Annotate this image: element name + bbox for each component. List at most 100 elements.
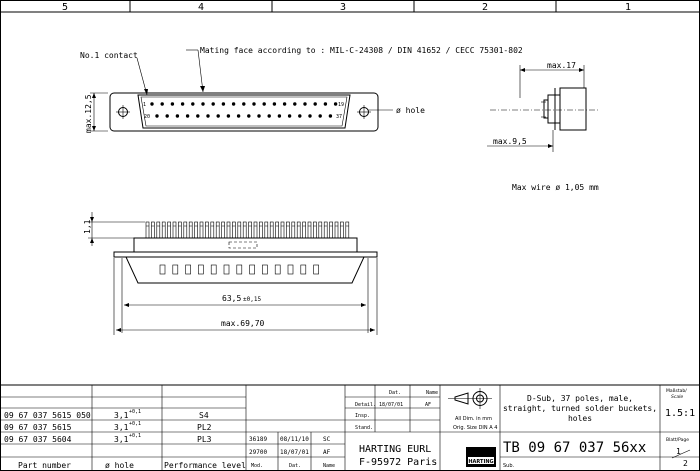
description-line-2: straight, turned solder buckets,: [503, 404, 657, 413]
pin: [277, 114, 282, 118]
solder-bucket: [280, 221, 285, 239]
pin: [216, 114, 220, 118]
pin: [191, 102, 195, 106]
solder-bucket: [151, 221, 155, 239]
solder-bucket: [253, 221, 258, 239]
approval-detail: Detail.: [355, 402, 376, 408]
rev-2-date: 18/07/01: [280, 449, 309, 456]
pin: [313, 102, 317, 106]
sheet-label: Blatt/Page: [666, 437, 689, 443]
solder-bucket: [334, 221, 339, 239]
solder-bucket: [199, 221, 204, 239]
shell-window: [262, 264, 268, 275]
zone-4: 4: [198, 2, 204, 13]
solder-buckets: [145, 221, 350, 239]
phi-hole-label: ø hole: [396, 106, 425, 115]
dim-max-17: max.17: [547, 61, 576, 70]
rev-1-date: 08/11/10: [280, 436, 309, 443]
sheet-total: 2: [683, 459, 688, 468]
scale-label-2: Scale: [671, 394, 683, 400]
pin: [267, 114, 271, 118]
solder-bucket: [178, 221, 182, 239]
company-address: F-95972 Paris: [359, 457, 437, 468]
shell-window: [287, 264, 294, 275]
units-size: Orig. Size DIN A 4: [453, 425, 497, 431]
part-row-1-level: S4: [199, 411, 209, 420]
shell-window: [236, 264, 243, 275]
part-row-1-tol: +0,1: [129, 409, 141, 415]
solder-bucket: [259, 221, 263, 239]
pin: [201, 102, 205, 106]
pin: [282, 102, 287, 106]
solder-bucket: [323, 221, 328, 239]
pin: [262, 102, 266, 106]
part-row-3-tol: +0,1: [129, 433, 141, 439]
solder-bucket: [232, 221, 236, 239]
shell-windows: [159, 264, 319, 275]
part-row-3-level: PL3: [197, 435, 212, 444]
solder-bucket: [275, 221, 279, 239]
col-hole: ø hole: [105, 461, 134, 470]
col-part-number: Part number: [18, 461, 71, 470]
part-row-3-hole: 3,1: [114, 435, 129, 444]
pin-37-label: 37: [336, 114, 342, 120]
solder-bucket: [237, 221, 242, 239]
pin: [257, 114, 261, 118]
solder-bucket: [318, 221, 323, 239]
front-shell: [137, 94, 351, 129]
scale-label: Maßstab/: [666, 388, 687, 394]
description-line-1: D-Sub, 37 poles, male,: [527, 394, 633, 403]
pin: [298, 114, 302, 118]
solder-bucket: [205, 221, 209, 239]
pin: [293, 102, 297, 106]
solder-bucket: [329, 221, 333, 239]
rev-2-name: AF: [323, 449, 331, 456]
pin: [303, 102, 307, 106]
part-row-2-level: PL2: [197, 423, 212, 432]
solder-bucket: [345, 221, 350, 239]
pin: [175, 114, 180, 118]
part-row-1-hole: 3,1: [114, 411, 129, 420]
rev-1-mod: 36189: [249, 436, 267, 443]
shell-window: [274, 264, 281, 275]
approval-stand: Stand.: [355, 425, 373, 431]
solder-bucket: [194, 221, 198, 239]
dim-max-12-5: max.12,5: [84, 94, 93, 133]
rev-1-name: SC: [323, 436, 331, 443]
pin-19-label: 19: [338, 102, 344, 108]
company-name: HARTING EURL: [359, 444, 431, 455]
zone-5: 5: [62, 2, 68, 13]
sheet-number: 1: [676, 447, 681, 456]
pin: [328, 114, 333, 118]
pin: [206, 114, 210, 118]
part-row-2-number: 09 67 037 5615: [4, 423, 72, 432]
dim-63-5: 63,5: [222, 294, 241, 303]
solder-bucket: [172, 221, 177, 239]
pin: [242, 102, 246, 106]
pin-array: [150, 102, 338, 118]
dim-1-1: 1,1: [83, 219, 92, 234]
pin: [236, 114, 241, 118]
shell-window: [249, 264, 255, 275]
pin: [226, 114, 231, 118]
part-row-2-tol: +0,1: [129, 421, 141, 427]
pin: [196, 114, 200, 118]
shell-window: [300, 264, 307, 275]
shell-window: [313, 264, 319, 275]
side-view: max.17 max.9,5 Max wire ø 1,05 mm: [487, 61, 600, 192]
solder-bucket: [286, 221, 290, 239]
dim-max-9-5: max.9,5: [493, 137, 527, 146]
pin-20-label: 20: [144, 114, 150, 120]
pin: [211, 102, 215, 106]
solder-bucket: [302, 221, 306, 239]
solder-bucket: [291, 221, 296, 239]
pin: [318, 114, 322, 118]
solder-bucket: [307, 221, 312, 239]
solder-bucket: [242, 221, 247, 239]
shell-window: [159, 264, 166, 275]
pin: [150, 102, 154, 106]
description-line-3: holes: [568, 414, 592, 423]
pin: [231, 102, 236, 106]
pin: [323, 102, 328, 106]
